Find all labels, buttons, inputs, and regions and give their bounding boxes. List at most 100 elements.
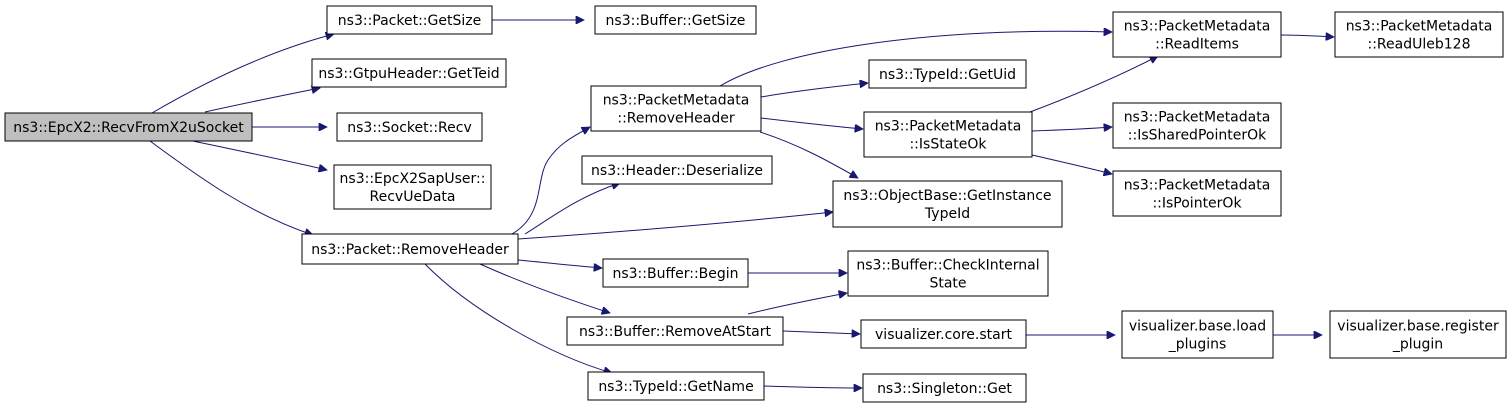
node-visualizer-base-register-plugin[interactable]: visualizer.base.register_plugin (1329, 310, 1507, 359)
edges (149, 20, 1334, 388)
node-label: ::ReadUleb128 (1368, 37, 1471, 53)
node-gtpuheader-getteid[interactable]: ns3::GtpuHeader::GetTeid (311, 58, 507, 88)
node-buffer-getsize[interactable]: ns3::Buffer::GetSize (594, 5, 757, 35)
node-box[interactable] (862, 373, 1027, 403)
node-label: ::IsStateOk (909, 137, 987, 153)
node-label: ns3::Header::Deserialize (591, 163, 763, 179)
nodes: ns3::EpcX2::RecvFromX2uSocket ns3::Packe… (4, 5, 1507, 403)
node-label: ns3::EpcX2SapUser:: (340, 171, 486, 187)
node-buffer-begin[interactable]: ns3::Buffer::Begin (602, 258, 749, 288)
edge-packet-removeheader-to-packetmetadata-removeheader (511, 126, 590, 235)
node-box[interactable] (1334, 11, 1504, 58)
node-label: ns3::Packet::GetSize (338, 13, 481, 29)
node-packetmetadata-readuleb128[interactable]: ns3::PacketMetadata::ReadUleb128 (1334, 11, 1504, 58)
node-label: RecvUeData (370, 189, 456, 205)
node-socket-recv[interactable]: ns3::Socket::Recv (336, 112, 483, 142)
node-label: ::RemoveHeader (617, 111, 734, 127)
edge-typeid-getname-to-singleton-get (763, 386, 862, 388)
edge-packetmetadata-removeheader-to-objectbase-getinstancetypeid (759, 131, 858, 178)
node-packetmetadata-removeheader[interactable]: ns3::PacketMetadata::RemoveHeader (590, 85, 762, 132)
node-box[interactable] (860, 319, 1027, 349)
node-box[interactable] (594, 5, 757, 35)
node-box[interactable] (1112, 11, 1282, 58)
node-box[interactable] (847, 250, 1049, 297)
edge-packet-removeheader-to-buffer-removeatstart (479, 263, 610, 313)
node-visualizer-base-load-plugins[interactable]: visualizer.base.load_plugins (1121, 310, 1274, 359)
node-label: ns3::PacketMetadata (603, 93, 750, 109)
node-box[interactable] (566, 316, 784, 346)
node-box[interactable] (1112, 170, 1282, 217)
edge-packet-removeheader-to-objectbase-getinstancetypeid (517, 212, 833, 240)
node-label: ns3::Packet::RemoveHeader (311, 242, 509, 258)
node-box[interactable] (863, 111, 1033, 158)
node-label: ::IsSharedPointerOk (1128, 128, 1267, 144)
node-label: ns3::ObjectBase::GetInstance (843, 188, 1051, 204)
edge-packetmetadata-removeheader-to-typeid-getuid (760, 83, 868, 98)
edge-recvfromx2usocket-to-packet-getsize (151, 34, 334, 114)
node-recv-from-x2u-socket[interactable]: ns3::EpcX2::RecvFromX2uSocket (4, 112, 253, 142)
node-label: ns3::PacketMetadata (875, 119, 1022, 135)
node-label: ns3::TypeId::GetName (598, 379, 753, 395)
node-label: ns3::PacketMetadata (1124, 110, 1271, 126)
node-packet-removeheader[interactable]: ns3::Packet::RemoveHeader (301, 233, 519, 265)
edge-buffer-removeatstart-to-visualizer-core-start (782, 331, 860, 334)
node-box[interactable] (832, 180, 1063, 228)
node-packetmetadata-isstateok[interactable]: ns3::PacketMetadata::IsStateOk (863, 111, 1033, 158)
node-packet-getsize[interactable]: ns3::Packet::GetSize (326, 5, 493, 35)
node-label: ns3::PacketMetadata (1346, 19, 1493, 35)
node-box[interactable] (1329, 310, 1507, 359)
node-label: visualizer.core.start (875, 327, 1012, 343)
node-label: ::IsPointerOk (1152, 196, 1242, 212)
edge-packet-removeheader-to-typeid-getname (424, 263, 612, 373)
node-epcx2sapuser-recvuedata[interactable]: ns3::EpcX2SapUser::RecvUeData (333, 164, 492, 210)
node-header-deserialize[interactable]: ns3::Header::Deserialize (581, 155, 773, 185)
node-label: _plugin (1392, 337, 1443, 353)
edge-recvfromx2usocket-to-epcx2sapuser-recvuedata (192, 140, 327, 170)
node-packetmetadata-readitems[interactable]: ns3::PacketMetadata::ReadItems (1112, 11, 1282, 58)
node-buffer-removeatstart[interactable]: ns3::Buffer::RemoveAtStart (566, 316, 784, 346)
node-box[interactable] (587, 371, 765, 401)
node-label: State (929, 276, 966, 292)
node-typeid-getuid[interactable]: ns3::TypeId::GetUid (868, 59, 1027, 89)
node-box[interactable] (333, 164, 492, 210)
node-box[interactable] (868, 59, 1027, 89)
node-label: ns3::Buffer::RemoveAtStart (579, 324, 772, 340)
node-label: ns3::Singleton::Get (877, 381, 1012, 397)
edge-packetmetadata-removeheader-to-isstateok (760, 117, 863, 129)
node-singleton-get[interactable]: ns3::Singleton::Get (862, 373, 1027, 403)
node-label: ::ReadItems (1155, 37, 1239, 53)
node-label: ns3::GtpuHeader::GetTeid (318, 66, 499, 82)
node-typeid-getname[interactable]: ns3::TypeId::GetName (587, 371, 765, 401)
node-box[interactable] (590, 85, 762, 132)
node-label: _plugins (1168, 337, 1227, 353)
node-packetmetadata-ispointerok[interactable]: ns3::PacketMetadata::IsPointerOk (1112, 170, 1282, 217)
edge-recvfromx2usocket-to-packet-removeheader (149, 140, 313, 235)
edge-readitems-to-readuleb128 (1280, 35, 1334, 37)
node-box[interactable] (602, 258, 749, 288)
node-label: ns3::TypeId::GetUid (879, 67, 1016, 83)
node-box[interactable] (1121, 310, 1274, 359)
edge-recvfromx2usocket-to-gtpuheader-getteid (204, 88, 320, 113)
node-label: ns3::PacketMetadata (1124, 19, 1271, 35)
edge-packet-removeheader-to-buffer-begin (517, 259, 602, 268)
node-label: ns3::Buffer::GetSize (606, 13, 746, 29)
edge-packet-removeheader-to-header-deserialize (524, 183, 620, 235)
node-box[interactable] (4, 112, 253, 142)
node-label: ns3::Buffer::Begin (612, 266, 738, 282)
node-label: ns3::Buffer::CheckInternal (856, 258, 1039, 274)
node-visualizer-core-start[interactable]: visualizer.core.start (860, 319, 1027, 349)
node-label: TypeId (924, 206, 970, 222)
edge-isstateok-to-readitems (1029, 55, 1158, 113)
node-box[interactable] (581, 155, 773, 185)
node-box[interactable] (336, 112, 483, 142)
node-label: ns3::Socket::Recv (347, 120, 472, 136)
node-box[interactable] (326, 5, 493, 35)
node-packetmetadata-issharedpointerok[interactable]: ns3::PacketMetadata::IsSharedPointerOk (1112, 102, 1282, 149)
node-label: ns3::EpcX2::RecvFromX2uSocket (13, 120, 244, 136)
node-box[interactable] (1112, 102, 1282, 149)
node-box[interactable] (301, 233, 519, 265)
node-box[interactable] (311, 58, 507, 88)
